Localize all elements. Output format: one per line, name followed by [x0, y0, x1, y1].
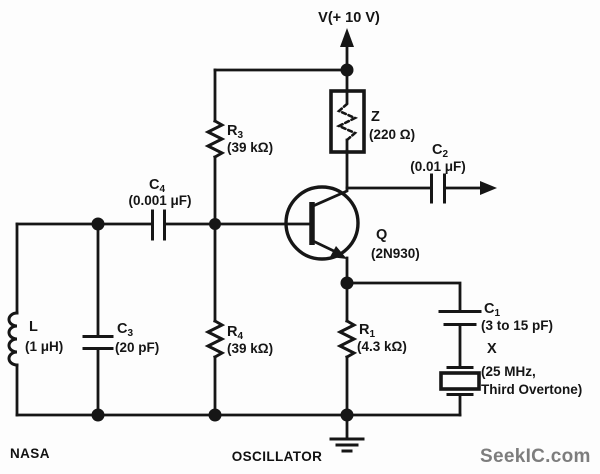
resistor-r1	[336, 318, 358, 360]
junction-dots	[91, 63, 354, 422]
label-x: X	[487, 341, 497, 357]
value-c4: (0.001 μF)	[128, 193, 191, 208]
resistor-r4	[204, 318, 226, 360]
capacitor-c3	[82, 335, 114, 350]
label-r1: R1	[359, 322, 375, 340]
value-l: (1 μH)	[25, 339, 63, 354]
capacitor-c4	[151, 209, 166, 241]
value-x-line2: Third Overtone)	[481, 382, 582, 397]
inductor-l	[7, 311, 19, 367]
label-c1: C1	[484, 301, 500, 319]
label-c2: C2	[432, 142, 448, 160]
label-c4: C4	[149, 177, 165, 195]
capacitor-c1	[438, 310, 482, 326]
label-z: Z	[371, 109, 380, 125]
value-z: (220 Ω)	[369, 127, 415, 142]
value-q: (2N930)	[371, 246, 420, 261]
label-c3: C3	[117, 321, 133, 339]
label-r4: R4	[227, 324, 243, 342]
output-arrow-icon	[480, 181, 497, 195]
label-l: L	[29, 319, 38, 335]
label-r3: R3	[227, 123, 243, 141]
diagram-title: OSCILLATOR	[232, 449, 323, 464]
watermark-link[interactable]: SeekIC.com	[480, 446, 591, 467]
capacitor-c2	[430, 173, 446, 204]
credit-text: NASA	[10, 446, 50, 461]
transistor-q	[284, 185, 360, 261]
label-q: Q	[376, 227, 387, 243]
value-c2: (0.01 μF)	[410, 159, 466, 174]
crystal-x	[439, 366, 481, 396]
impedance-z	[329, 89, 366, 154]
value-r4: (39 kΩ)	[227, 341, 273, 356]
value-x-line1: (25 MHz,	[481, 364, 536, 379]
supply-label: V(+ 10 V)	[318, 10, 380, 26]
ground-icon	[329, 437, 365, 453]
value-c1: (3 to 15 pF)	[481, 318, 553, 333]
resistor-r3	[204, 118, 226, 160]
supply-arrow-icon	[340, 28, 354, 47]
value-r1: (4.3 kΩ)	[357, 339, 407, 354]
value-c3: (20 pF)	[115, 340, 159, 355]
wires	[15, 28, 497, 440]
value-r3: (39 kΩ)	[227, 140, 273, 155]
